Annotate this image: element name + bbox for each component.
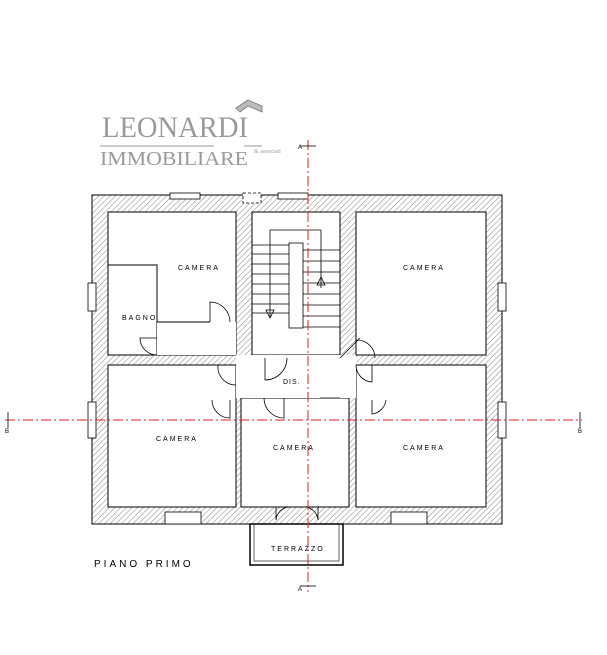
stair-arrow-icon <box>265 276 326 319</box>
logo-tagline: & associati <box>254 149 281 155</box>
logo-name: LEONARDI <box>102 111 248 144</box>
room-label-camera-bottom-left: CAMERA <box>156 436 198 443</box>
room-label-camera-top-right: CAMERA <box>403 265 445 272</box>
room-label-dis: DIS. <box>283 379 301 386</box>
section-mark-b-left: B <box>5 429 9 435</box>
plan-title: PIANO PRIMO <box>94 559 194 570</box>
room-label-camera-bottom-right: CAMERA <box>403 445 445 452</box>
section-mark-a-bottom: A <box>298 587 302 593</box>
room-label-terrazzo: TERRAZZO <box>271 546 325 553</box>
section-lines <box>5 140 582 592</box>
company-logo: LEONARDI IMMOBILIARE & associati <box>100 99 281 170</box>
room-label-camera-top-left: CAMERA <box>178 265 220 272</box>
doors <box>139 301 387 521</box>
room-label-camera-center: CAMERA <box>273 445 315 452</box>
section-mark-a-top: A <box>298 145 302 151</box>
roof-logo-icon <box>235 99 263 113</box>
section-mark-b-right: B <box>578 429 582 435</box>
staircase <box>252 229 340 329</box>
room-label-bagno: BAGNO <box>122 315 157 322</box>
logo-subtitle: IMMOBILIARE <box>100 148 248 170</box>
